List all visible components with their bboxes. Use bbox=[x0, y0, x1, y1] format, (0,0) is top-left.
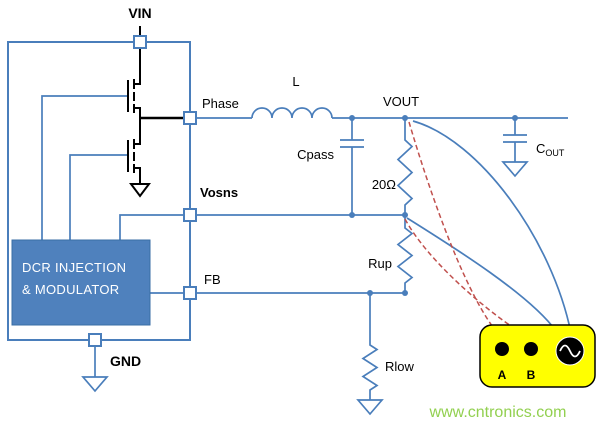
lowside-mosfet-icon bbox=[127, 118, 151, 198]
phase-terminal bbox=[183, 111, 197, 125]
vout-label: VOUT bbox=[383, 94, 419, 109]
labels: VIN Phase L VOUT Cpass 20Ω Vosns Rup FB … bbox=[110, 5, 566, 421]
dcr-block-line1: DCR INJECTION bbox=[22, 260, 126, 275]
dcr-modulator-block: DCR INJECTION & MODULATOR bbox=[11, 239, 151, 326]
probe-a-trace bbox=[408, 121, 501, 337]
inductor-icon bbox=[251, 107, 333, 119]
highside-mosfet-icon bbox=[127, 26, 141, 118]
dcr-block-box bbox=[11, 239, 151, 326]
ground-icon bbox=[129, 183, 151, 198]
gnd-ground-icon bbox=[81, 376, 109, 393]
resistor-20ohm-icon bbox=[396, 118, 414, 215]
lowside-gate-wire bbox=[69, 154, 128, 240]
generator-lead-2 bbox=[406, 217, 557, 332]
probe-a-label: A bbox=[498, 368, 507, 382]
ic-terminals bbox=[88, 35, 197, 347]
probe-b-label: B bbox=[527, 368, 536, 382]
junction-dot bbox=[367, 290, 373, 296]
junction-dot bbox=[402, 115, 408, 121]
drain-lead bbox=[134, 118, 141, 145]
cout-label-sub: OUT bbox=[545, 148, 565, 158]
gnd-label: GND bbox=[110, 353, 141, 369]
junction-dots bbox=[349, 115, 518, 296]
fb-terminal bbox=[183, 286, 197, 300]
source-lead bbox=[134, 167, 141, 184]
rlow-label: Rlow bbox=[385, 359, 415, 374]
junction-dot bbox=[402, 290, 408, 296]
fb-label: FB bbox=[204, 272, 221, 287]
junction-dot bbox=[349, 212, 355, 218]
probe-jack-a-icon bbox=[495, 342, 509, 356]
vin-label: VIN bbox=[128, 5, 151, 21]
cout-label-base: C bbox=[536, 141, 545, 156]
vosns-internal-wire bbox=[119, 214, 184, 240]
junction-dot bbox=[512, 115, 518, 121]
inductor-label: L bbox=[292, 74, 299, 89]
watermark-text: www.cntronics.com bbox=[429, 404, 567, 421]
r20-label: 20Ω bbox=[372, 177, 396, 192]
resistor-rup-icon bbox=[396, 215, 414, 293]
source-lead bbox=[134, 107, 141, 118]
generator-lead-1 bbox=[412, 120, 572, 334]
internal-wires bbox=[41, 95, 184, 294]
resistor-rlow-icon bbox=[361, 293, 379, 400]
cout-capacitor-icon bbox=[503, 134, 527, 143]
junction-dot bbox=[349, 115, 355, 121]
gnd-terminal bbox=[88, 333, 102, 347]
sine-wave-icon bbox=[559, 344, 581, 358]
vosns-terminal bbox=[183, 208, 197, 222]
junction-dot bbox=[402, 212, 408, 218]
cpass-capacitor-icon bbox=[340, 139, 364, 148]
cpass-label: Cpass bbox=[297, 147, 334, 162]
probe-b-trace bbox=[404, 218, 529, 338]
vosns-label: Vosns bbox=[200, 185, 238, 200]
cout-label: COUT bbox=[536, 141, 565, 158]
vin-terminal bbox=[133, 35, 147, 49]
highside-gate-wire bbox=[41, 95, 128, 240]
phase-label: Phase bbox=[202, 96, 239, 111]
cout-ground-icon bbox=[501, 161, 529, 178]
drain-lead bbox=[134, 48, 141, 85]
rup-label: Rup bbox=[368, 256, 392, 271]
dcr-block-line2: & MODULATOR bbox=[22, 282, 119, 297]
instrument-panel: A B bbox=[479, 324, 596, 388]
rlow-ground-icon bbox=[356, 399, 384, 416]
probe-jack-b-icon bbox=[524, 342, 538, 356]
